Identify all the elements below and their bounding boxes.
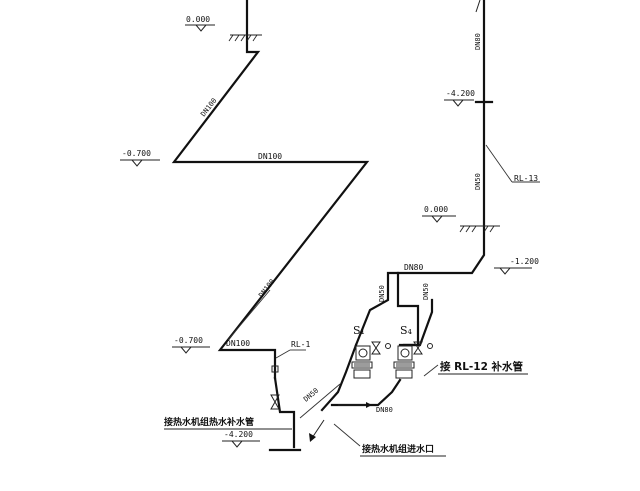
return-pipe-note: 接热水机组热水补水管 xyxy=(164,416,292,430)
svg-text:接 RL-12 补水管: 接 RL-12 补水管 xyxy=(440,360,524,373)
pipe-size-label: DN80 xyxy=(376,406,393,414)
right-pipe-run xyxy=(320,0,486,412)
riser-tag-rl-right: RL-13 xyxy=(485,144,540,183)
flow-arrow-icon xyxy=(338,402,372,408)
elevation-marker-right-low: -1.200 xyxy=(494,257,539,275)
pipe-size-label: DN100 xyxy=(257,278,276,300)
pipe-size-label: DN100 xyxy=(258,152,282,161)
elevation-label: -1.200 xyxy=(510,257,539,266)
elevation-marker-bottom-left: -4.200 xyxy=(222,430,260,448)
pipe-size-label: DN80 xyxy=(474,33,482,50)
elevation-label: -4.200 xyxy=(446,89,475,98)
elevation-marker-mid-left: -0.700 xyxy=(120,149,160,167)
elevation-label: 0.000 xyxy=(186,15,210,24)
elevation-label: -4.200 xyxy=(224,430,253,439)
elevation-marker-right-zero: 0.000 xyxy=(422,205,500,233)
pipe-size-label: DN50 xyxy=(378,285,386,302)
svg-text:S₁: S₁ xyxy=(353,324,365,337)
svg-text:RL-1: RL-1 xyxy=(291,340,310,349)
elevation-label: 0.000 xyxy=(424,205,448,214)
elevation-marker-top-left: 0.000 xyxy=(185,15,215,32)
ground-hatch-top xyxy=(228,34,262,42)
svg-text:RL-13: RL-13 xyxy=(514,174,538,183)
riser-tag-rl-left: RL-1 xyxy=(275,340,310,359)
elevation-marker-low-left: -0.700 xyxy=(172,336,210,354)
svg-text:接热水机组热水补水管: 接热水机组热水补水管 xyxy=(164,416,254,428)
flow-arrow-icon xyxy=(309,419,325,442)
supply-pipe-note: 接 RL-12 补水管 xyxy=(423,360,528,377)
valve-icon xyxy=(270,365,280,410)
pump-s1: S₁ xyxy=(351,324,373,379)
valve-icon xyxy=(371,341,433,355)
pump-s2: S₄ xyxy=(393,324,415,379)
svg-text:接热水机组进水口: 接热水机组进水口 xyxy=(362,443,434,455)
elevation-label: -0.700 xyxy=(174,336,203,345)
pipe-size-label: DN50 xyxy=(422,283,430,300)
elevation-marker-right-upper: -4.200 xyxy=(444,89,494,107)
elevation-label: -0.700 xyxy=(122,149,151,158)
pipe-size-label: DN50 xyxy=(302,387,320,404)
inlet-pipe-note: 接热水机组进水口 xyxy=(333,423,446,457)
svg-text:S₄: S₄ xyxy=(400,324,413,337)
pipe-size-label: DN100 xyxy=(226,339,250,348)
pipe-size-label: DN50 xyxy=(474,173,482,190)
pipe-size-label: DN80 xyxy=(404,263,423,272)
left-pipe-run xyxy=(171,0,370,449)
